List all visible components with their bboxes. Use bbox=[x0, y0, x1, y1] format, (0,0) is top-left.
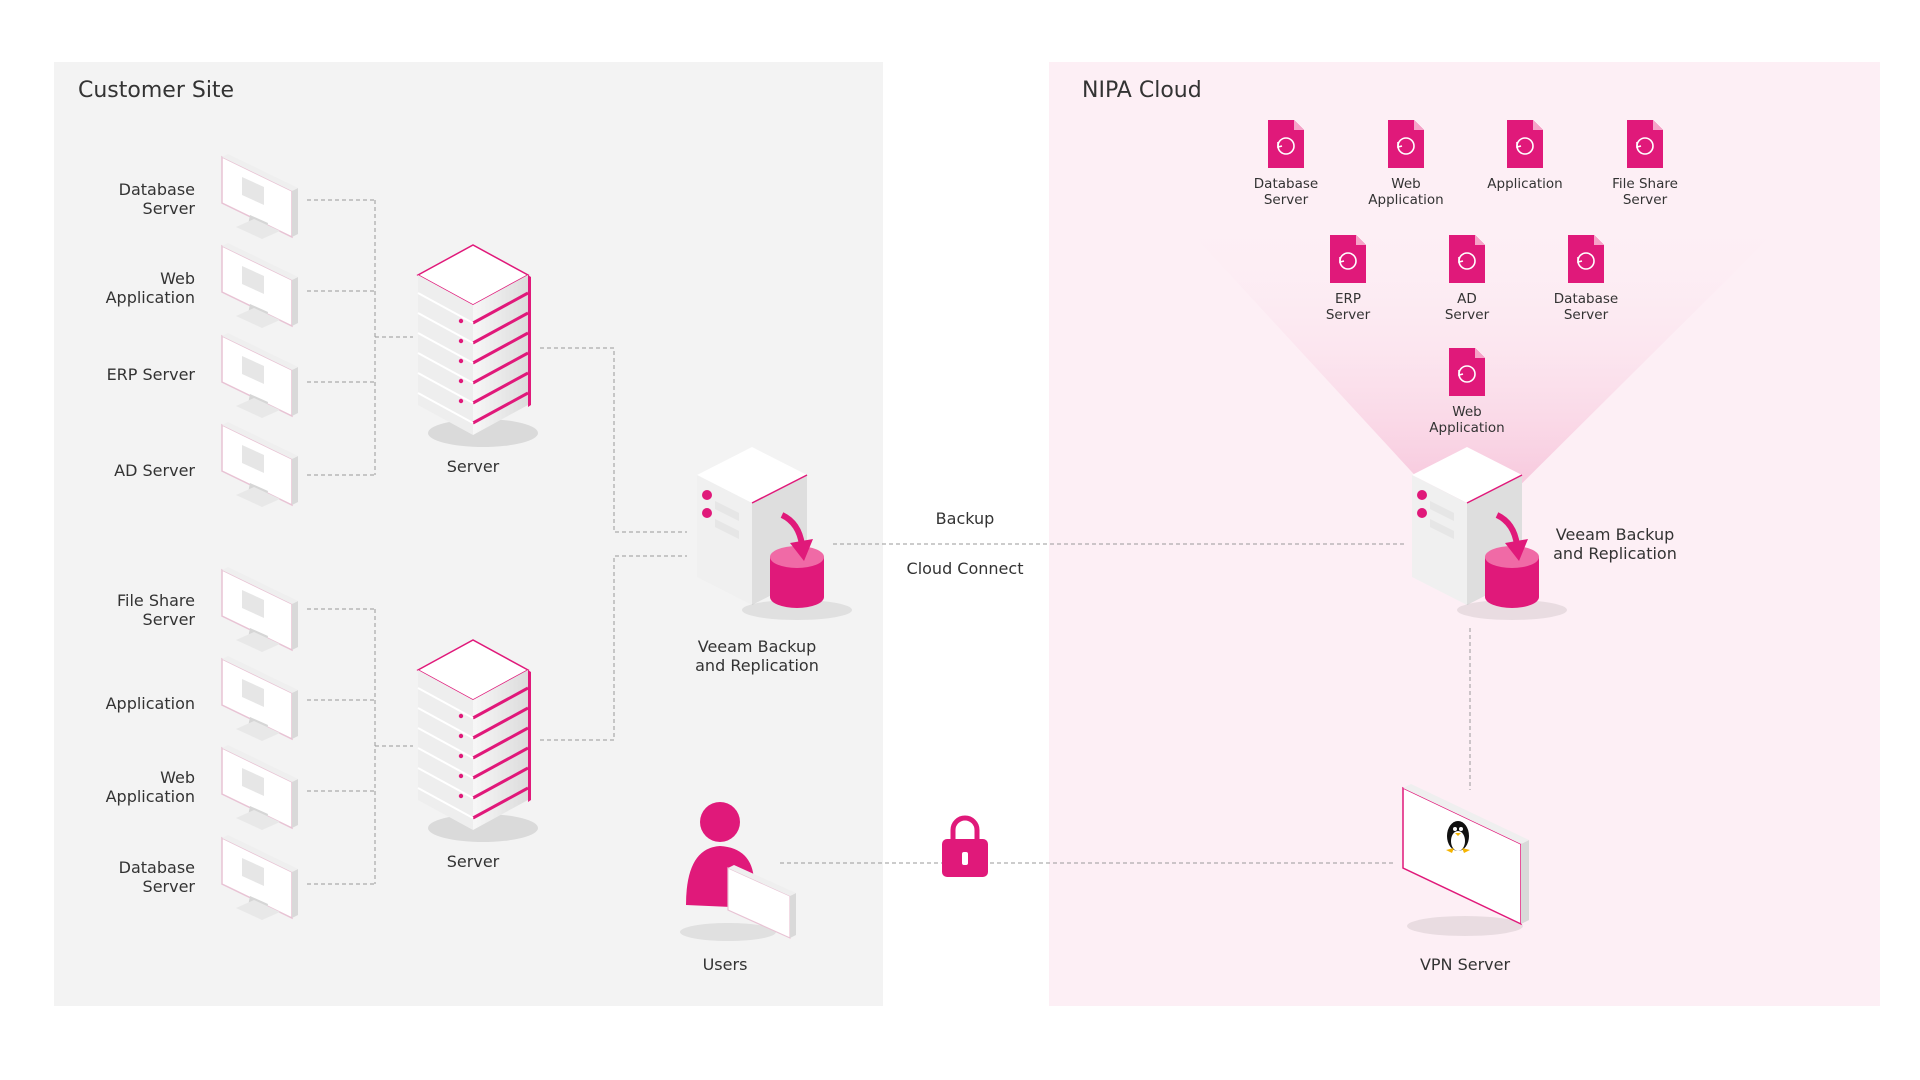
vm-label: Application bbox=[1487, 176, 1563, 192]
vm-file-icon bbox=[1329, 234, 1367, 284]
veeam-cloud-label: Veeam Backup and Replication bbox=[1553, 525, 1677, 563]
linux-penguin-icon bbox=[1446, 821, 1470, 853]
vm-file-icon bbox=[1267, 119, 1305, 169]
vm-label: Web Application bbox=[1429, 404, 1505, 436]
client-label: ERP Server bbox=[106, 365, 195, 384]
vm-file-icon bbox=[1567, 234, 1605, 284]
vm-label: Database Server bbox=[1253, 176, 1319, 208]
vm-label: ERP Server bbox=[1325, 291, 1371, 323]
backup-label: Backup bbox=[935, 509, 995, 528]
vm-label: Database Server bbox=[1553, 291, 1619, 323]
client-monitor-icon bbox=[221, 655, 299, 742]
client-label: File Share Server bbox=[116, 591, 195, 629]
customer-site-title: Customer Site bbox=[78, 78, 235, 103]
cloud-connect-label: Cloud Connect bbox=[906, 559, 1024, 578]
vm-file-icon bbox=[1448, 234, 1486, 284]
client-label: AD Server bbox=[114, 461, 195, 480]
vm-file-icon bbox=[1506, 119, 1544, 169]
client-monitor-icon bbox=[221, 421, 299, 508]
veeam-local-label: Veeam Backup and Replication bbox=[695, 637, 819, 675]
vm-file-icon bbox=[1387, 119, 1425, 169]
server-label: Server bbox=[446, 852, 500, 871]
vm-label: Web Application bbox=[1368, 176, 1444, 208]
client-monitor-icon bbox=[221, 153, 299, 240]
client-label: Database Server bbox=[118, 858, 195, 896]
vm-file-icon bbox=[1448, 347, 1486, 397]
server-tower-icon bbox=[416, 639, 539, 843]
server-label: Server bbox=[446, 457, 500, 476]
nipa-cloud-title: NIPA Cloud bbox=[1082, 78, 1202, 103]
client-label: Web Application bbox=[105, 269, 195, 307]
vm-label: AD Server bbox=[1444, 291, 1490, 323]
vpn-server-label: VPN Server bbox=[1419, 955, 1511, 974]
server-tower-icon bbox=[417, 244, 539, 448]
client-label: Database Server bbox=[118, 180, 195, 218]
client-monitor-icon bbox=[221, 332, 299, 419]
vm-file-icon bbox=[1626, 119, 1664, 169]
client-monitor-icon bbox=[221, 242, 299, 329]
users-label: Users bbox=[702, 955, 748, 974]
lock-icon bbox=[942, 815, 988, 877]
client-label: Application bbox=[105, 694, 195, 713]
client-label: Web Application bbox=[105, 768, 195, 806]
client-monitor-icon bbox=[221, 566, 299, 653]
veeam-local-icon bbox=[697, 447, 852, 620]
client-monitor-icon bbox=[221, 744, 299, 831]
connector-lines bbox=[307, 199, 1471, 885]
vpn-monitor-icon bbox=[1402, 784, 1529, 936]
client-monitor-icon bbox=[221, 834, 299, 921]
vm-label: File Share Server bbox=[1612, 176, 1678, 208]
user-icon bbox=[680, 802, 796, 941]
